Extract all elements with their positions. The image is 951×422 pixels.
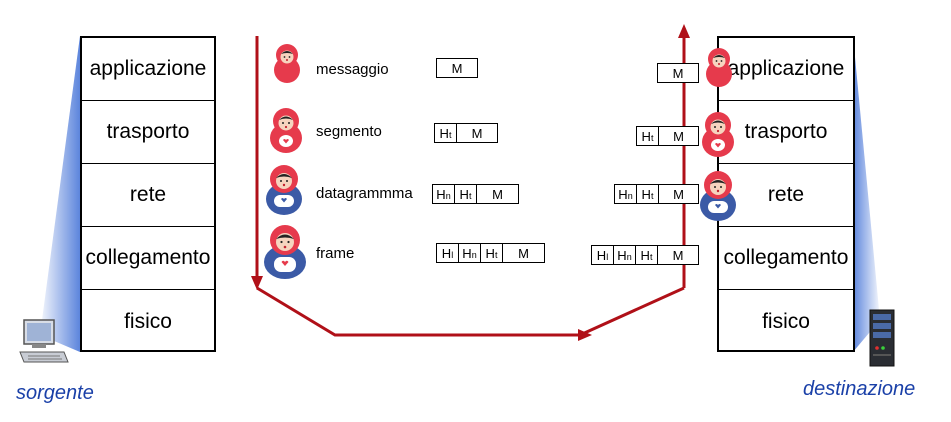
payload: M xyxy=(672,65,684,81)
down-arrow-head xyxy=(251,276,263,290)
payload: M xyxy=(673,186,684,202)
packet-message-dest: M xyxy=(657,63,699,83)
payload: M xyxy=(673,128,684,144)
matryoshka-icon xyxy=(702,112,734,157)
source-layer-application: applicazione xyxy=(82,38,214,101)
matryoshka-icon xyxy=(700,171,736,221)
source-layer-link: collegamento xyxy=(82,227,214,290)
source-label: sorgente xyxy=(16,382,94,404)
payload: M xyxy=(451,60,463,76)
up-arrow-head xyxy=(678,24,690,38)
matryoshka-icon xyxy=(270,108,302,153)
payload: M xyxy=(492,186,503,202)
matryoshka-icon xyxy=(264,225,306,279)
destination-layer-link: collegamento xyxy=(719,227,853,290)
unit-label-frame: frame xyxy=(316,245,355,262)
destination-shade xyxy=(853,36,880,352)
destination-label: destinazione xyxy=(803,378,916,400)
source-layer-network: rete xyxy=(82,164,214,227)
destination-layer-transport: trasporto xyxy=(719,101,853,164)
destination-stack: applicazione trasporto rete collegamento… xyxy=(717,36,855,352)
destination-layer-network: rete xyxy=(719,164,853,227)
payload: M xyxy=(672,247,684,263)
destination-layer-application: applicazione xyxy=(719,38,853,101)
matryoshka-icon xyxy=(706,48,732,87)
source-layer-physical: fisico xyxy=(124,309,172,333)
payload: M xyxy=(518,245,529,261)
mid-arrow-head xyxy=(578,329,592,341)
unit-label-datagram: datagrammma xyxy=(316,185,413,202)
packet-message: M xyxy=(436,58,478,78)
unit-label-segment: segmento xyxy=(316,123,382,140)
source-stack: applicazione trasporto rete collegamento… xyxy=(80,36,216,352)
matryoshka-icon xyxy=(266,165,302,215)
destination-layer-physical: fisico xyxy=(762,309,810,333)
computer-icon xyxy=(19,319,69,363)
source-shade xyxy=(40,36,80,352)
matryoshka-icon xyxy=(274,44,300,83)
unit-label-message: messaggio xyxy=(316,61,389,78)
payload: M xyxy=(471,125,483,141)
bottom-path xyxy=(256,286,685,337)
server-icon xyxy=(869,309,895,367)
source-layer-transport: trasporto xyxy=(82,101,214,164)
